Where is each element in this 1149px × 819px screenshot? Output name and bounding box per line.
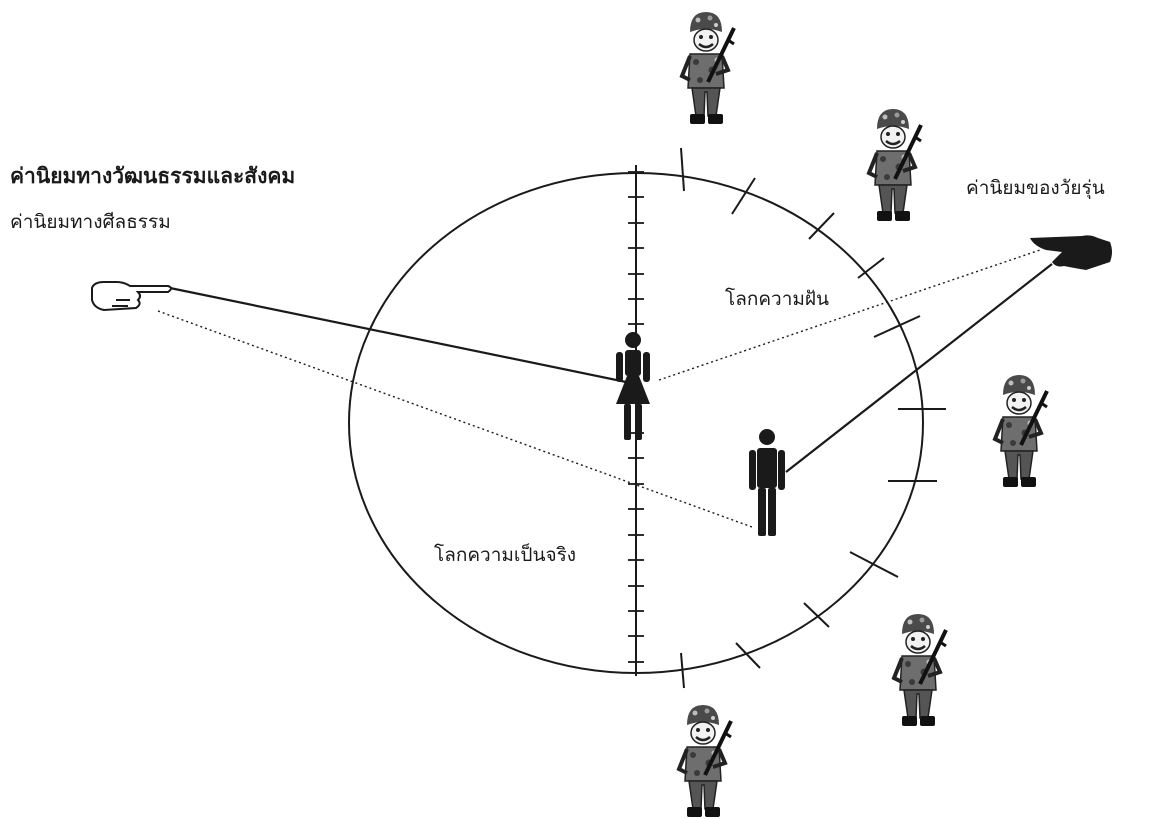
real-world-label: โลกความเป็นจริง	[432, 540, 578, 570]
woman-figure-icon	[616, 332, 650, 440]
pointing-hand-dark-icon	[1030, 235, 1112, 270]
pointing-hand-outline-icon	[92, 282, 171, 310]
moral-value-dotted-line	[158, 311, 752, 527]
moral-values-label: ค่านิยมทางศีลธรรม	[10, 207, 171, 237]
moral-value-line	[170, 288, 626, 382]
soldier-icon	[995, 375, 1047, 487]
soldier-icon	[869, 109, 921, 221]
perimeter-ticks	[681, 148, 946, 688]
dream-world-label: โลกความฝัน	[723, 284, 831, 314]
soldier-icon	[682, 12, 734, 124]
teen-value-dotted-line	[659, 250, 1040, 380]
man-figure-icon	[749, 429, 785, 536]
teen-values-label: ค่านิยมของวัยรุ่น	[966, 173, 1105, 203]
soldier-icon	[894, 614, 946, 726]
soldier-icon	[679, 705, 731, 817]
cultural-social-values-label: ค่านิยมทางวัฒนธรรมและสังคม	[10, 160, 295, 193]
